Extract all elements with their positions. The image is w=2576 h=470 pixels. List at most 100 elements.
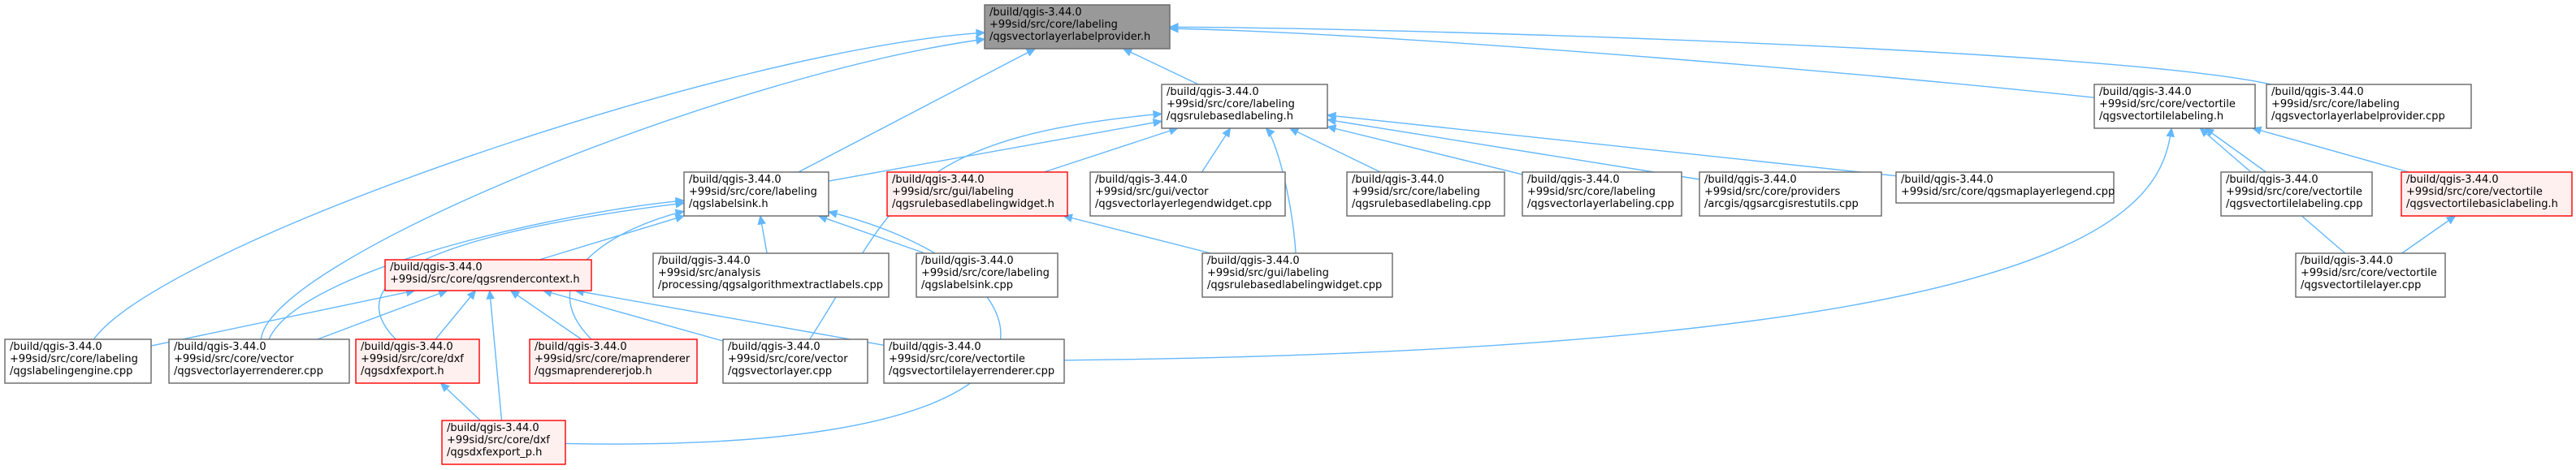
node-vectortilelayerrenderer-cpp[interactable]: /build/qgis-3.44.0+99sid/src/core/vector… (883, 338, 1065, 384)
edge-dxfexport_h-to-labelsink_h (378, 200, 686, 340)
node-box (1161, 84, 1328, 129)
node-label-line: /build/qgis-3.44.0 (989, 6, 1082, 19)
arrow-head (976, 28, 986, 38)
edge-vectorlayer_cpp-to-rulebasedlabeling_h (809, 110, 1163, 340)
edge-line (2401, 215, 2456, 254)
arrow-head (975, 36, 986, 45)
node-label-line: /arcgis/qgsarcgisrestutils.cpp (1704, 198, 1859, 210)
arrow-head (2199, 127, 2210, 137)
edge-line (798, 48, 1036, 173)
node-maplayerlegend-cpp[interactable]: /build/qgis-3.44.0+99sid/src/core/qgsmap… (1895, 171, 2115, 204)
edge-line (440, 382, 481, 421)
node-label-line: /qgsvectortilelayerrenderer.cpp (889, 365, 1054, 377)
node-label-line: +99sid/src/core/labeling (1527, 186, 1656, 198)
node-label-line: +99sid/src/core/labeling (921, 267, 1050, 279)
node-box (2266, 84, 2472, 129)
node-label-line: /qgsvectorlayerlabelprovider.h (989, 31, 1150, 43)
edge-line (1063, 127, 2172, 361)
arrow-head (1326, 124, 1337, 133)
node-vectorlayerlegendwidget-cpp[interactable]: /build/qgis-3.44.0+99sid/src/gui/vector/… (1089, 171, 1286, 217)
node-vectorlayerlabeling-cpp[interactable]: /build/qgis-3.44.0+99sid/src/core/labeli… (1522, 171, 1682, 217)
edge-line (1169, 26, 2271, 85)
node-label-line: +99sid/src/core/vectortile (2099, 98, 2236, 110)
node-rulebasedlabelingwidget-h[interactable]: /build/qgis-3.44.0+99sid/src/gui/labelin… (886, 171, 1068, 217)
node-label-line: /qgsvectorlayer.cpp (728, 365, 832, 377)
node-label-line: /qgsvectortilelayer.cpp (2301, 279, 2421, 291)
node-label-line: +99sid/src/core/labeling (1352, 186, 1480, 198)
arrow-head (509, 290, 521, 300)
node-labelsink-cpp[interactable]: /build/qgis-3.44.0+99sid/src/core/labeli… (916, 252, 1059, 298)
node-label-line: /build/qgis-3.44.0 (535, 341, 627, 353)
node-label-line: +99sid/src/core/vectortile (2406, 186, 2543, 198)
node-label-line: /build/qgis-3.44.0 (1167, 86, 1259, 98)
node-rulebasedlabeling-cpp[interactable]: /build/qgis-3.44.0+99sid/src/core/labeli… (1346, 171, 1505, 217)
node-labelsink-h[interactable]: /build/qgis-3.44.0+99sid/src/core/labeli… (683, 171, 829, 217)
node-label-line: /build/qgis-3.44.0 (447, 422, 539, 434)
node-label-line: /build/qgis-3.44.0 (10, 341, 102, 353)
node-label-line: /build/qgis-3.44.0 (174, 341, 266, 353)
node-box (441, 420, 566, 465)
node-label-line: +99sid/src/gui/vector (1095, 186, 1209, 198)
node-label-line: /build/qgis-3.44.0 (1352, 174, 1444, 186)
edge-line (2205, 127, 2266, 173)
node-vectortilebasiclabeling-h[interactable]: /build/qgis-3.44.0+99sid/src/core/vector… (2401, 171, 2573, 217)
node-box (2295, 252, 2446, 298)
arrow-head (757, 214, 766, 226)
edge-algorithmextractlabels_cpp-to-labelsink_h (757, 214, 768, 254)
node-rendercontext-h[interactable]: /build/qgis-3.44.0+99sid/src/core/qgsren… (384, 259, 592, 291)
node-label-line: /qgsvectorlayerlabelprovider.cpp (2271, 110, 2445, 123)
node-label-line: /qgsvectorlayerrenderer.cpp (174, 365, 323, 377)
node-label-line: +99sid/src/gui/labeling (892, 186, 1014, 198)
node-box (1201, 252, 1393, 298)
node-vectorlayerrenderer-cpp[interactable]: /build/qgis-3.44.0+99sid/src/core/vector… (168, 338, 350, 384)
arrow-head (1025, 48, 1037, 57)
node-maprendererjob-h[interactable]: /build/qgis-3.44.0+99sid/src/core/mapren… (529, 338, 698, 384)
node-label-line: +99sid/src/core/providers (1704, 186, 1841, 198)
edge-vectortilelayer_cpp-to-vectortilebasiclabeling_h (2401, 215, 2457, 254)
node-algorithmextractlabels-cpp[interactable]: /build/qgis-3.44.0+99sid/src/analysis/pr… (652, 252, 890, 298)
edge-line (1201, 127, 1232, 173)
arrow-head (1122, 48, 1133, 57)
node-box (916, 252, 1059, 298)
node-box (883, 338, 1065, 384)
node-label-line: /build/qgis-3.44.0 (1901, 174, 1994, 186)
edge-line (1044, 127, 1178, 173)
edge-line (510, 290, 582, 340)
node-vectorlayerlabelprovider-cpp[interactable]: /build/qgis-3.44.0+99sid/src/core/labeli… (2266, 84, 2472, 129)
node-label-line: /qgslabelingengine.cpp (10, 365, 132, 377)
node-label-line: /qgsmaprendererjob.h (535, 365, 652, 377)
edge-vectorlayerlabeling_cpp-to-rulebasedlabeling_h (1326, 124, 1523, 175)
node-vectortilelabeling-h[interactable]: /build/qgis-3.44.0+99sid/src/core/vector… (2093, 84, 2256, 129)
node-rulebasedlabeling-h[interactable]: /build/qgis-3.44.0+99sid/src/core/labeli… (1161, 84, 1328, 129)
node-vectortilelabeling-cpp[interactable]: /build/qgis-3.44.0+99sid/src/core/vector… (2220, 171, 2373, 217)
edge-line (1289, 127, 1381, 173)
node-vectorlayer-cpp[interactable]: /build/qgis-3.44.0+99sid/src/core/vector… (722, 338, 868, 384)
edge-line (1327, 114, 1897, 177)
node-label-line: /qgsvectortilebasiclabeling.h (2406, 198, 2558, 210)
node-label-line: /qgsrulebasedlabelingwidget.cpp (1207, 279, 1382, 291)
node-rulebasedlabelingwidget-cpp[interactable]: /build/qgis-3.44.0+99sid/src/gui/labelin… (1201, 252, 1393, 298)
node-box (529, 338, 698, 384)
node-label-line: +99sid/src/analysis (658, 267, 761, 279)
node-arcgisrestutils-cpp[interactable]: /build/qgis-3.44.0+99sid/src/core/provid… (1699, 171, 1882, 217)
node-labelingengine-cpp[interactable]: /build/qgis-3.44.0+99sid/src/core/labeli… (4, 338, 152, 384)
edge-maprendererjob_h-to-labelsink_h (569, 209, 686, 340)
node-box (1699, 171, 1882, 217)
edge-line (268, 200, 685, 340)
edge-line (809, 113, 1162, 340)
node-label-line: /qgsvectortilelabeling.h (2099, 110, 2223, 123)
arrow-head (1265, 127, 1275, 138)
node-dxfexport-p-h[interactable]: /build/qgis-3.44.0+99sid/src/core/dxf/qg… (441, 420, 566, 465)
arrow-head (827, 209, 838, 218)
node-dxfexport-h[interactable]: /build/qgis-3.44.0+99sid/src/core/dxf/qg… (355, 338, 480, 384)
edge-vectorlayerlabelprovider_cpp-to-root (1168, 23, 2271, 85)
node-vectortilelayer-cpp[interactable]: /build/qgis-3.44.0+99sid/src/core/vector… (2295, 252, 2446, 298)
node-label-line: +99sid/src/core/labeling (1167, 98, 1295, 110)
node-root[interactable]: /build/qgis-3.44.0+99sid/src/core/labeli… (984, 4, 1171, 50)
node-label-line: /build/qgis-3.44.0 (2301, 255, 2393, 267)
node-label-line: +99sid/src/core/labeling (2271, 98, 2400, 110)
node-box (886, 171, 1068, 217)
edge-line (818, 215, 925, 254)
edge-line (1327, 119, 1700, 180)
node-label-line: /build/qgis-3.44.0 (889, 341, 981, 353)
